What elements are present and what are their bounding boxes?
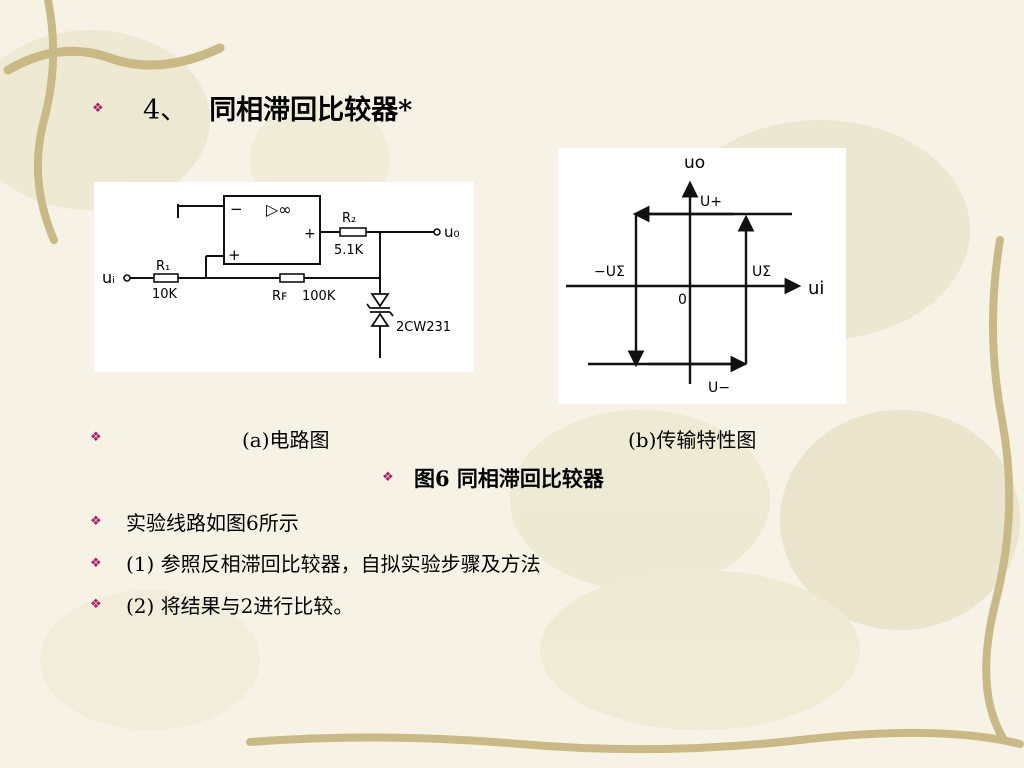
u-minus-label: U− [708, 380, 730, 396]
figure-caption: 图6 同相滞回比较器 [414, 466, 604, 491]
caption-bullet-icon: ❖ [90, 430, 102, 445]
body-bullet-icon-1: ❖ [90, 514, 102, 529]
r2-label: R₂ [342, 211, 356, 226]
origin-label: 0 [678, 292, 687, 308]
body-line-2: (1) 参照反相滞回比较器，自拟实验步骤及方法 [126, 552, 541, 576]
figure-caption-bullet-icon: ❖ [382, 470, 394, 485]
opamp-symbol: ▷∞ [266, 200, 292, 219]
caption-b: (b)传输特性图 [628, 428, 757, 452]
title-text: 同相滞回比较器* [209, 95, 413, 126]
rf-value: 100K [302, 289, 336, 304]
u-plus-label: U+ [700, 194, 722, 210]
caption-a: (a)电路图 [242, 428, 330, 452]
y-axis-label: uo [684, 153, 705, 173]
opamp-plus-label: + [228, 246, 241, 264]
body-bullet-icon-3: ❖ [90, 597, 102, 612]
transfer-characteristic-diagram: uo ui U+ U− UΣ −UΣ 0 [566, 153, 824, 396]
opamp-output-plus-label: + [304, 226, 316, 242]
r2-value: 5.1K [334, 243, 364, 258]
opamp-minus-label: − [230, 200, 243, 218]
title-number: 4、 [143, 95, 188, 126]
input-terminal-label: uᵢ [102, 268, 115, 287]
u-sigma-label: UΣ [752, 264, 771, 280]
rf-label: Rꜰ [272, 289, 287, 304]
body-bullet-icon-2: ❖ [90, 556, 102, 571]
x-axis-label: ui [808, 278, 824, 299]
slide-title: 4、同相滞回比较器* [143, 88, 412, 127]
negative-u-sigma-label: −UΣ [594, 264, 625, 280]
body-line-3: (2) 将结果与2进行比较。 [126, 594, 354, 618]
circuit-diagram: − + ▷∞ + R₂ 5.1K R₁ 10K Rꜰ 100K 2CW231 u… [102, 195, 460, 358]
output-terminal-label: u₀ [444, 223, 460, 241]
r1-value: 10K [152, 287, 178, 302]
title-bullet-icon: ❖ [92, 101, 104, 116]
body-line-1: 实验线路如图6所示 [126, 511, 299, 535]
r1-label: R₁ [156, 259, 170, 274]
circuit-diagram-panel: − + ▷∞ + R₂ 5.1K R₁ 10K Rꜰ 100K 2CW231 u… [94, 182, 474, 372]
zener-label: 2CW231 [396, 320, 451, 335]
transfer-characteristic-panel: uo ui U+ U− UΣ −UΣ 0 [558, 148, 846, 404]
